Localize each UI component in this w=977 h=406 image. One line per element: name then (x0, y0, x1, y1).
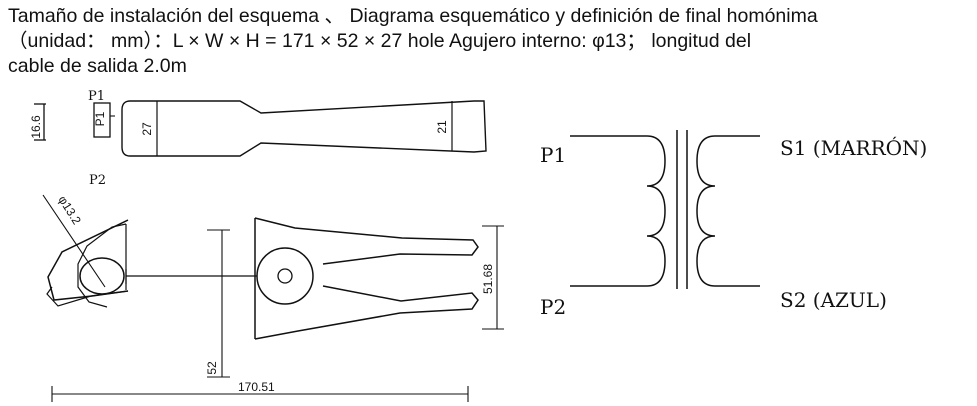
dim-length: 170.51 (238, 380, 275, 394)
hinge-circle (256, 247, 314, 305)
secondary-winding (696, 135, 760, 287)
p1-top-label: P1 (88, 89, 105, 104)
jaw-opening (79, 257, 125, 295)
header-text: Tamaño de instalación del esquema 、 Diag… (8, 4, 968, 79)
dim-thickness: 16.6 (29, 115, 43, 139)
p2-side-label: P2 (89, 173, 106, 188)
schematic-s2: S2 (AZUL) (780, 288, 887, 312)
dim-height: 27 (140, 122, 154, 136)
schematic-s1: S1 (MARRÓN) (780, 135, 927, 160)
schematic-p1: P1 (540, 143, 566, 167)
header-line-3: cable de salida 2.0m (8, 55, 187, 77)
dim-diameter: φ13.2 (55, 193, 84, 227)
primary-winding (570, 135, 666, 287)
terminal-box (93, 102, 111, 138)
top-body-outline (121, 100, 487, 157)
schematic-p2: P2 (540, 295, 566, 319)
dim-height-side: 52 (205, 361, 219, 375)
thickness-bracket (34, 103, 46, 141)
dim-handle: 21 (435, 120, 449, 134)
top-view: 16.6 P1 P1 27 21 (29, 89, 487, 157)
schematic: P1 P2 S1 (MARRÓN) S2 (AZUL) (540, 130, 927, 319)
header-line-2: （unidad： mm）：L × W × H = 171 × 52 × 27 h… (8, 30, 752, 52)
jaw-left-upper (47, 219, 129, 301)
dim-width: 51.68 (481, 264, 495, 294)
terminal-box-marker: P1 (93, 111, 107, 126)
hinge-pin (277, 268, 293, 284)
side-view: P2 φ13.2 (42, 173, 504, 402)
header-line-1: Tamaño de instalación del esquema 、 Diag… (8, 5, 818, 27)
